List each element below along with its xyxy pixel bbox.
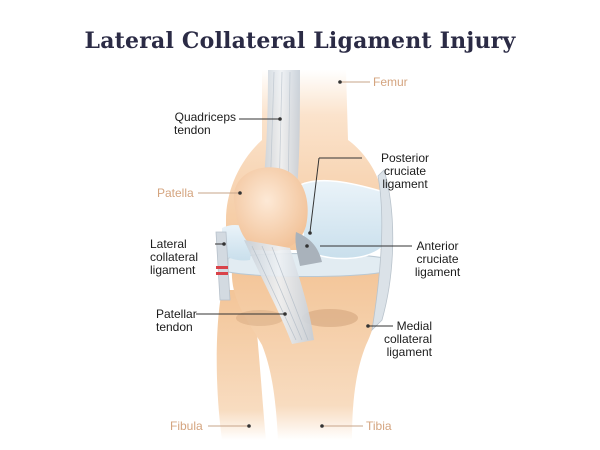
label-line: Patellar <box>156 307 197 321</box>
cruciate-ligaments <box>295 232 322 266</box>
label-line: Posterior <box>380 151 430 165</box>
label-patellar-tendon: Patellar tendon <box>156 308 197 334</box>
patella-bone <box>233 167 308 251</box>
label-line: cruciate <box>383 164 427 178</box>
injury-mark <box>216 266 228 269</box>
label-line: cruciate <box>416 252 459 266</box>
label-anterior-cruciate-ligament: Anterior cruciate ligament <box>400 240 475 279</box>
label-fibula: Fibula <box>170 419 203 433</box>
label-line: ligament <box>414 265 461 279</box>
label-line: tendon <box>156 320 193 334</box>
label-line: tendon <box>174 123 211 137</box>
label-line: collateral <box>150 250 199 264</box>
tibia-bone <box>231 268 381 440</box>
label-tibia: Tibia <box>366 419 392 433</box>
label-posterior-cruciate-ligament: Posterior cruciate ligament <box>360 152 450 191</box>
label-line: Anterior <box>416 239 459 253</box>
label-quadriceps-tendon: Quadriceps tendon <box>160 111 236 137</box>
label-medial-collateral-ligament: Medial collateral ligament <box>380 320 432 359</box>
label-line: Lateral <box>150 237 187 251</box>
label-line: ligament <box>382 177 428 191</box>
diagram-title: Lateral Collateral Ligament Injury <box>84 28 516 54</box>
label-patella: Patella <box>157 186 194 200</box>
label-line: ligament <box>386 345 432 359</box>
label-line: collateral <box>383 332 432 346</box>
medial-collateral-ligament <box>371 169 394 332</box>
label-lateral-collateral-ligament: Lateral collateral ligament <box>150 238 198 277</box>
label-femur: Femur <box>373 75 408 89</box>
label-line: ligament <box>150 263 196 277</box>
label-line: Quadriceps <box>174 110 236 124</box>
label-line: Medial <box>396 319 432 333</box>
